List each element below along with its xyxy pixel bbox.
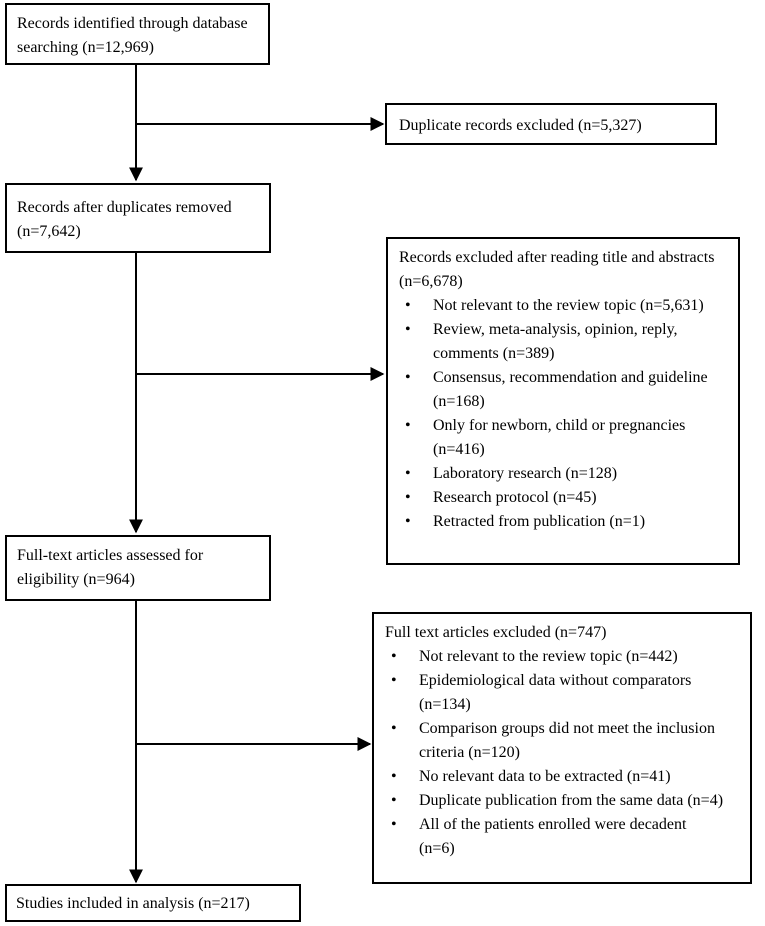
- list-item: •Not relevant to the review topic (n=442…: [385, 645, 742, 669]
- list-item: •Epidemiological data without comparator…: [385, 669, 742, 717]
- list-item: •Research protocol (n=45): [399, 486, 730, 510]
- bullet-icon: •: [391, 720, 397, 737]
- screen-excluded-heading: Records excluded after reading title and…: [399, 249, 715, 290]
- bullet-icon: •: [405, 489, 411, 506]
- bullet-icon: •: [391, 672, 397, 689]
- list-item: •No relevant data to be extracted (n=41): [385, 765, 742, 789]
- screen-excluded-box: Records excluded after reading title and…: [386, 237, 740, 565]
- bullet-icon: •: [405, 369, 411, 386]
- list-item: •Not relevant to the review topic (n=5,6…: [399, 294, 730, 318]
- list-item: •Comparison groups did not meet the incl…: [385, 717, 742, 765]
- list-item: •Only for newborn, child or pregnancies …: [399, 414, 730, 462]
- records-identified-box: Records identified through database sear…: [5, 3, 270, 65]
- bullet-icon: •: [405, 417, 411, 434]
- list-item: •Duplicate publication from the same dat…: [385, 789, 742, 813]
- bullet-icon: •: [405, 321, 411, 338]
- duplicates-excluded-box: Duplicate records excluded (n=5,327): [385, 103, 717, 145]
- bullet-icon: •: [391, 792, 397, 809]
- studies-included-box: Studies included in analysis (n=217): [5, 884, 301, 922]
- records-identified-text: Records identified through database sear…: [17, 15, 248, 56]
- bullet-icon: •: [391, 648, 397, 665]
- duplicates-excluded-text: Duplicate records excluded (n=5,327): [399, 117, 642, 134]
- fulltext-excluded-list: •Not relevant to the review topic (n=442…: [385, 645, 742, 861]
- screen-excluded-list: •Not relevant to the review topic (n=5,6…: [399, 294, 730, 534]
- studies-included-text: Studies included in analysis (n=217): [16, 895, 250, 912]
- bullet-icon: •: [405, 513, 411, 530]
- list-item: •Consensus, recommendation and guideline…: [399, 366, 730, 414]
- fulltext-assessed-text: Full-text articles assessed for eligibil…: [17, 547, 204, 588]
- fulltext-excluded-heading: Full text articles excluded (n=747): [385, 624, 607, 641]
- list-item: •All of the patients enrolled were decad…: [385, 813, 742, 861]
- bullet-icon: •: [405, 297, 411, 314]
- records-after-duplicates-text: Records after duplicates removed (n=7,64…: [17, 199, 232, 240]
- list-item: •Review, meta-analysis, opinion, reply, …: [399, 318, 730, 366]
- list-item: •Laboratory research (n=128): [399, 462, 730, 486]
- fulltext-assessed-box: Full-text articles assessed for eligibil…: [5, 535, 271, 601]
- bullet-icon: •: [391, 816, 397, 833]
- bullet-icon: •: [405, 465, 411, 482]
- records-after-duplicates-box: Records after duplicates removed (n=7,64…: [5, 183, 271, 253]
- list-item: •Retracted from publication (n=1): [399, 510, 730, 534]
- bullet-icon: •: [391, 768, 397, 785]
- fulltext-excluded-box: Full text articles excluded (n=747) •Not…: [372, 612, 752, 884]
